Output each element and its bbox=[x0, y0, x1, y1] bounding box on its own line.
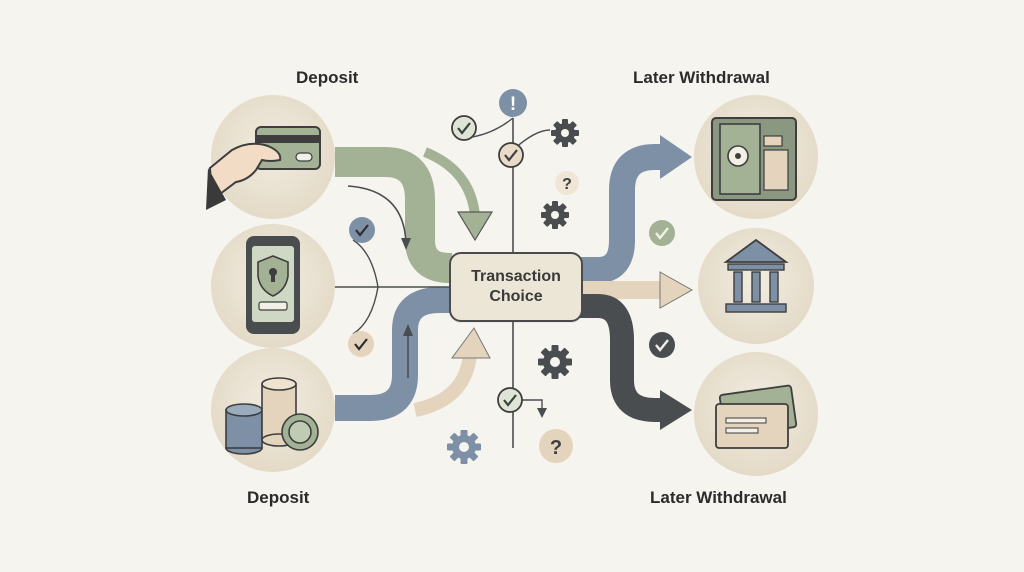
thin-arrow-down bbox=[347, 185, 407, 246]
safe-illustration bbox=[694, 95, 818, 219]
svg-text:?: ? bbox=[562, 176, 572, 193]
arrow-head-beige bbox=[451, 327, 491, 359]
flow-arrow-curve-beige bbox=[413, 353, 477, 417]
branch-arrow-head bbox=[537, 408, 547, 418]
check-icon bbox=[348, 331, 374, 357]
arrow-head-mid-right bbox=[659, 271, 694, 309]
flow-arrow-top-right bbox=[579, 144, 668, 283]
check-icon bbox=[498, 142, 524, 168]
card-payment-illustration bbox=[206, 95, 335, 219]
check-icon bbox=[451, 115, 477, 141]
svg-text:!: ! bbox=[510, 94, 516, 115]
connector-branch bbox=[352, 239, 379, 335]
thin-arrow-head-down bbox=[401, 238, 411, 250]
center-title-line2: Choice bbox=[489, 288, 543, 305]
flow-arrow-bottom-left bbox=[335, 287, 453, 421]
arrow-head-bottom-right bbox=[660, 390, 692, 430]
label-deposit-top: Deposit bbox=[296, 68, 359, 87]
gear-icon bbox=[447, 430, 481, 464]
gear-icon bbox=[538, 345, 572, 379]
flow-arrow-curve-green bbox=[423, 147, 480, 216]
check-icon bbox=[649, 332, 675, 358]
arrow-head-green bbox=[456, 211, 494, 242]
check-icon bbox=[497, 387, 523, 413]
coins-illustration bbox=[211, 348, 335, 472]
gear-icon bbox=[541, 201, 569, 229]
svg-text:?: ? bbox=[550, 437, 562, 459]
label-withdrawal-top: Later Withdrawal bbox=[633, 68, 770, 87]
question-icon: ? bbox=[539, 429, 573, 463]
transaction-choice-box: Transaction Choice bbox=[449, 252, 583, 322]
arrow-head-top-right bbox=[660, 135, 692, 179]
check-icon bbox=[349, 217, 375, 243]
alert-icon: ! bbox=[499, 89, 527, 117]
label-withdrawal-bottom: Later Withdrawal bbox=[650, 488, 787, 507]
cash-illustration bbox=[694, 352, 818, 476]
flow-arrow-bottom-right bbox=[579, 294, 667, 422]
gear-icon bbox=[551, 119, 579, 147]
bank-illustration bbox=[698, 228, 814, 344]
center-title-line1: Transaction bbox=[471, 268, 561, 285]
thin-arrow-head-up bbox=[403, 324, 413, 336]
label-deposit-bottom: Deposit bbox=[247, 488, 310, 507]
mobile-security-illustration bbox=[211, 224, 335, 348]
question-icon: ? bbox=[555, 171, 579, 195]
check-icon bbox=[649, 220, 675, 246]
flow-arrow-top-left bbox=[335, 147, 465, 283]
